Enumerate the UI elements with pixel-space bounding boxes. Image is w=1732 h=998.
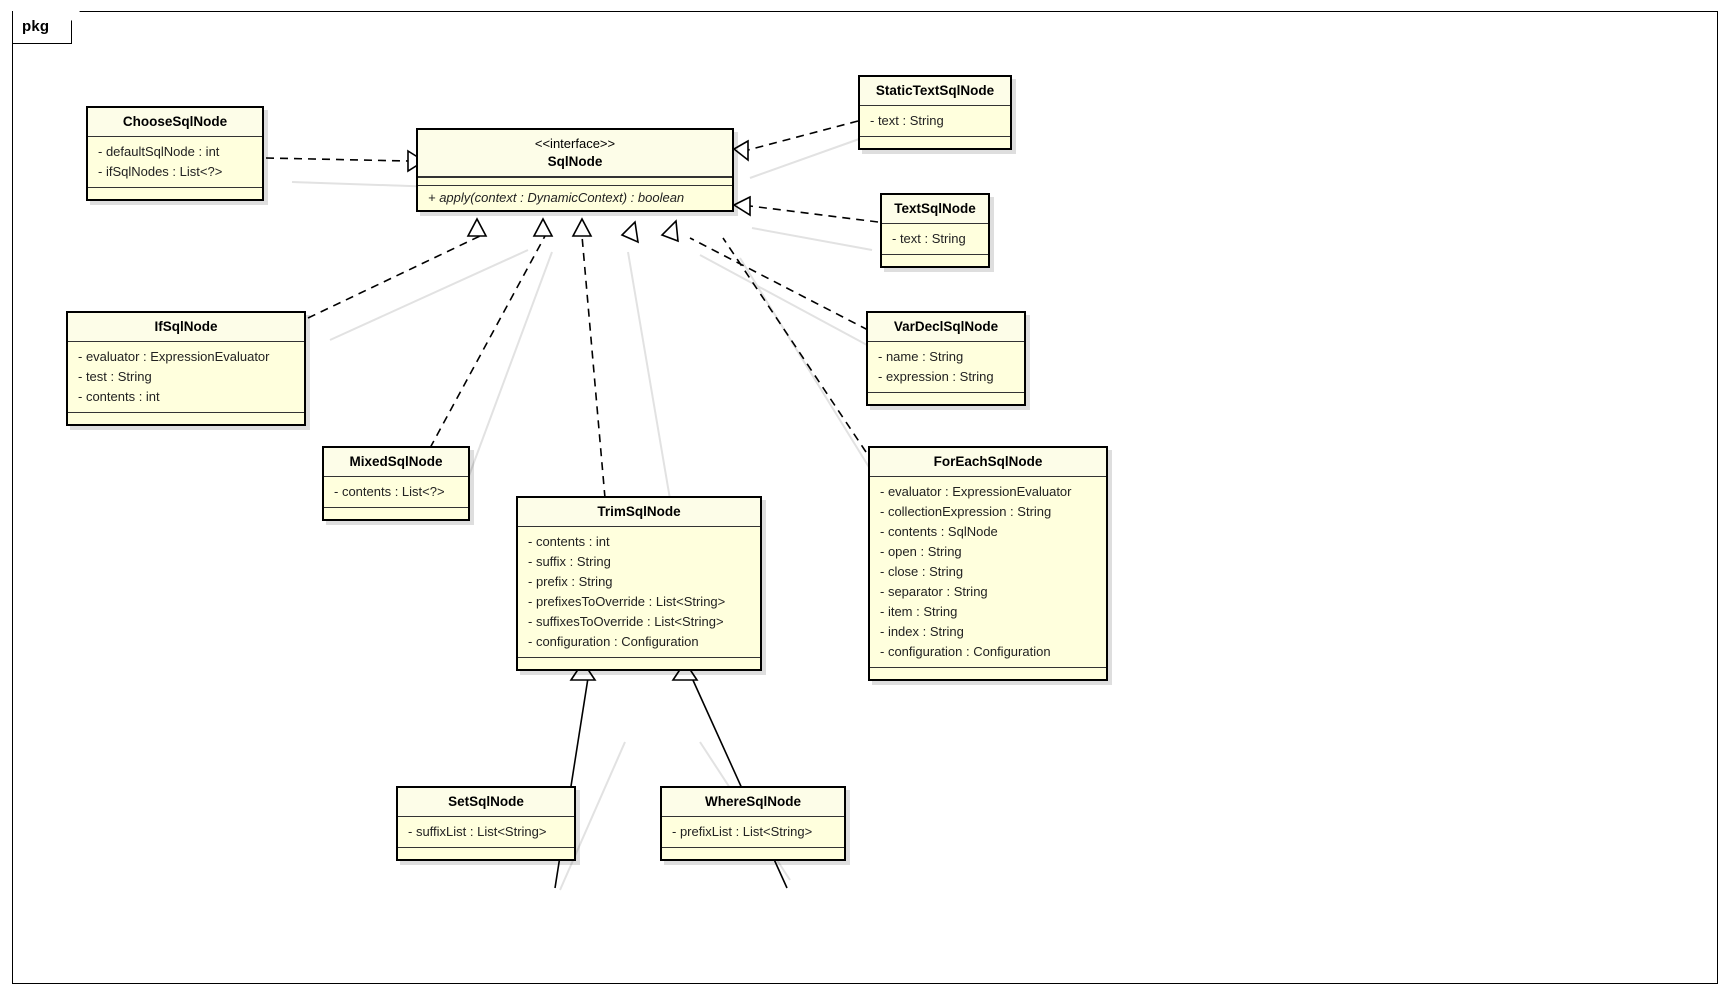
package-tab: [12, 11, 80, 44]
class-name-mixedsqlnode: MixedSqlNode: [324, 448, 468, 477]
operations-mixedsqlnode: [324, 507, 468, 519]
class-box-textsqlnode[interactable]: TextSqlNode - text : String: [880, 193, 990, 268]
attribute-row: - defaultSqlNode : int: [98, 144, 220, 159]
operations-ifsqlnode: [68, 412, 304, 424]
class-name-textsqlnode: TextSqlNode: [882, 195, 988, 224]
package-frame-top-border: [12, 11, 1718, 12]
attribute-row: - test : String: [78, 369, 152, 384]
attribute-row: - item : String: [880, 604, 958, 619]
attribute-row: - evaluator : ExpressionEvaluator: [78, 349, 270, 364]
package-tab-mask: [13, 10, 71, 13]
class-name-vardeclsqlnode: VarDeclSqlNode: [868, 313, 1024, 342]
class-box-choosesqlnode[interactable]: ChooseSqlNode - defaultSqlNode : int - i…: [86, 106, 264, 201]
operations-vardeclsqlnode: [868, 392, 1024, 404]
class-name-ifsqlnode: IfSqlNode: [68, 313, 304, 342]
attribute-row: - contents : List<?>: [334, 484, 445, 499]
attributes-choosesqlnode: - defaultSqlNode : int - ifSqlNodes : Li…: [88, 137, 262, 187]
attributes-mixedsqlnode: - contents : List<?>: [324, 477, 468, 507]
operations-trimsqlnode: [518, 657, 760, 669]
attribute-row: - ifSqlNodes : List<?>: [98, 164, 223, 179]
attribute-row: - text : String: [870, 113, 944, 128]
operations-foreachsqlnode: [870, 667, 1106, 679]
class-box-sqlnode[interactable]: <<interface>> SqlNode + apply(context : …: [416, 128, 734, 212]
attribute-row: - index : String: [880, 624, 964, 639]
class-name-choosesqlnode: ChooseSqlNode: [88, 108, 262, 137]
attribute-row: - suffixesToOverride : List<String>: [528, 614, 724, 629]
attribute-row: - open : String: [880, 544, 962, 559]
attribute-row: - configuration : Configuration: [880, 644, 1051, 659]
attribute-row: - collectionExpression : String: [880, 504, 1052, 519]
operations-wheresqlnode: [662, 847, 844, 859]
class-name-statictextsqlnode: StaticTextSqlNode: [860, 77, 1010, 106]
attributes-foreachsqlnode: - evaluator : ExpressionEvaluator - coll…: [870, 477, 1106, 667]
attribute-row: - expression : String: [878, 369, 994, 384]
attributes-textsqlnode: - text : String: [882, 224, 988, 254]
class-box-mixedsqlnode[interactable]: MixedSqlNode - contents : List<?>: [322, 446, 470, 521]
class-box-wheresqlnode[interactable]: WhereSqlNode - prefixList : List<String>: [660, 786, 846, 861]
class-name-setsqlnode: SetSqlNode: [398, 788, 574, 817]
attribute-row: - close : String: [880, 564, 964, 579]
attribute-row: - configuration : Configuration: [528, 634, 699, 649]
attributes-wheresqlnode: - prefixList : List<String>: [662, 817, 844, 847]
attributes-statictextsqlnode: - text : String: [860, 106, 1010, 136]
class-title-sqlnode: SqlNode: [547, 154, 603, 169]
attribute-row: - contents : int: [528, 534, 610, 549]
attribute-row: - contents : int: [78, 389, 160, 404]
attribute-row: - text : String: [892, 231, 966, 246]
compartment-separator-sqlnode: [418, 177, 732, 185]
package-label: pkg: [22, 18, 50, 35]
attribute-row: - evaluator : ExpressionEvaluator: [880, 484, 1072, 499]
attribute-row: - name : String: [878, 349, 964, 364]
operations-setsqlnode: [398, 847, 574, 859]
class-name-sqlnode: <<interface>> SqlNode: [418, 130, 732, 177]
operations-choosesqlnode: [88, 187, 262, 199]
attribute-row: - prefixList : List<String>: [672, 824, 813, 839]
package-frame: [12, 11, 1718, 984]
attribute-row: - prefix : String: [528, 574, 613, 589]
stereotype-interface: <<interface>>: [534, 136, 616, 151]
attribute-row: - suffixList : List<String>: [408, 824, 547, 839]
class-box-statictextsqlnode[interactable]: StaticTextSqlNode - text : String: [858, 75, 1012, 150]
attributes-ifsqlnode: - evaluator : ExpressionEvaluator - test…: [68, 342, 304, 412]
class-box-setsqlnode[interactable]: SetSqlNode - suffixList : List<String>: [396, 786, 576, 861]
operations-statictextsqlnode: [860, 136, 1010, 148]
attributes-setsqlnode: - suffixList : List<String>: [398, 817, 574, 847]
class-name-trimsqlnode: TrimSqlNode: [518, 498, 760, 527]
attributes-trimsqlnode: - contents : int - suffix : String - pre…: [518, 527, 760, 657]
operations-textsqlnode: [882, 254, 988, 266]
operations-sqlnode: + apply(context : DynamicContext) : bool…: [418, 185, 732, 210]
class-name-foreachsqlnode: ForEachSqlNode: [870, 448, 1106, 477]
attributes-vardeclsqlnode: - name : String - expression : String: [868, 342, 1024, 392]
attribute-row: - contents : SqlNode: [880, 524, 998, 539]
attribute-row: - separator : String: [880, 584, 988, 599]
operation-row: + apply(context : DynamicContext) : bool…: [428, 190, 685, 205]
class-box-vardeclsqlnode[interactable]: VarDeclSqlNode - name : String - express…: [866, 311, 1026, 406]
class-name-wheresqlnode: WhereSqlNode: [662, 788, 844, 817]
attribute-row: - prefixesToOverride : List<String>: [528, 594, 726, 609]
class-box-foreachsqlnode[interactable]: ForEachSqlNode - evaluator : ExpressionE…: [868, 446, 1108, 681]
class-box-ifsqlnode[interactable]: IfSqlNode - evaluator : ExpressionEvalua…: [66, 311, 306, 426]
class-box-trimsqlnode[interactable]: TrimSqlNode - contents : int - suffix : …: [516, 496, 762, 671]
attribute-row: - suffix : String: [528, 554, 611, 569]
